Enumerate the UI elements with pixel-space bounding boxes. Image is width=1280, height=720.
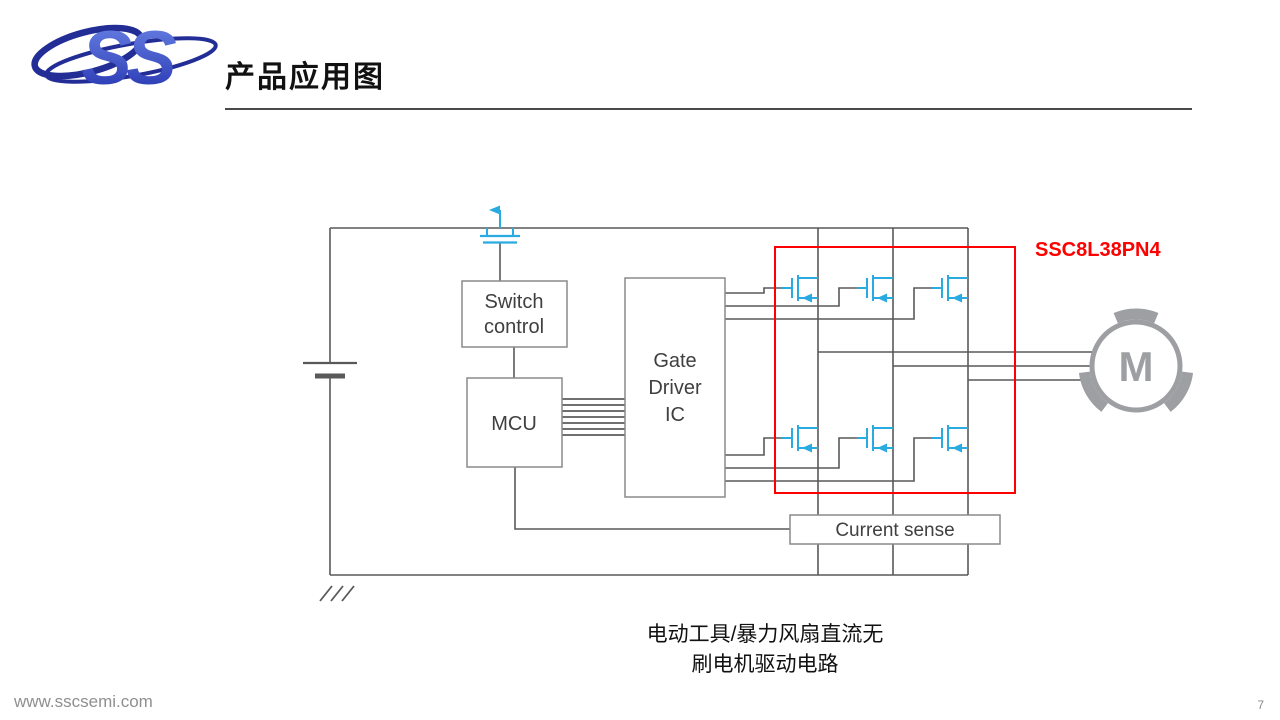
mosfet-icon <box>931 274 969 304</box>
part-number-label: SSC8L38PN4 <box>1035 239 1161 261</box>
gate-driver-box: Gate Driver IC <box>624 277 726 498</box>
mosfet-icon <box>856 424 894 454</box>
mcu-label: MCU <box>491 413 537 435</box>
switch-control-label: Switch <box>485 291 544 313</box>
page-title: 产品应用图 <box>225 61 385 94</box>
caption-line-1: 电动工具/暴力风扇直流无 <box>646 623 884 646</box>
mosfet-icon <box>781 424 819 454</box>
company-logo: SS <box>26 4 218 108</box>
bus-lines <box>562 398 625 436</box>
current-sense-box: Current sense <box>789 514 1001 545</box>
current-sense-label: Current sense <box>835 520 954 541</box>
title-divider <box>225 108 1192 110</box>
gate-driver-label: IC <box>665 404 685 426</box>
caption-line-2: 刷电机驱动电路 <box>691 653 839 677</box>
mosfet-icon <box>781 274 819 304</box>
gate-driver-label: Gate <box>653 350 696 372</box>
gate-driver-label: Driver <box>648 377 702 399</box>
motor-label: M <box>1119 343 1154 390</box>
mosfet-icon <box>856 274 894 304</box>
website-url: www.sscsemi.com <box>14 692 153 711</box>
gate-driver-outputs <box>725 287 932 482</box>
logo-text: SS <box>81 16 176 101</box>
mcu-box: MCU <box>466 377 563 468</box>
ground-icon <box>319 585 355 602</box>
caption: 电动工具/暴力风扇直流无 刷电机驱动电路 <box>540 620 990 681</box>
highlight-box <box>774 246 1016 494</box>
circuit-wires <box>329 227 1092 576</box>
motor-icon: M <box>1078 308 1194 413</box>
feedback-wire <box>514 467 790 530</box>
page-number: 7 <box>1257 698 1264 712</box>
mosfet-icon <box>931 424 969 454</box>
motor-phase-wires <box>818 351 1092 381</box>
switch-control-label: control <box>484 316 544 338</box>
battery-icon <box>303 361 357 379</box>
switch-control-box: Switch control <box>461 280 568 348</box>
power-switch-mosfet-icon <box>480 205 520 244</box>
logo-swoosh-icon <box>31 24 218 84</box>
